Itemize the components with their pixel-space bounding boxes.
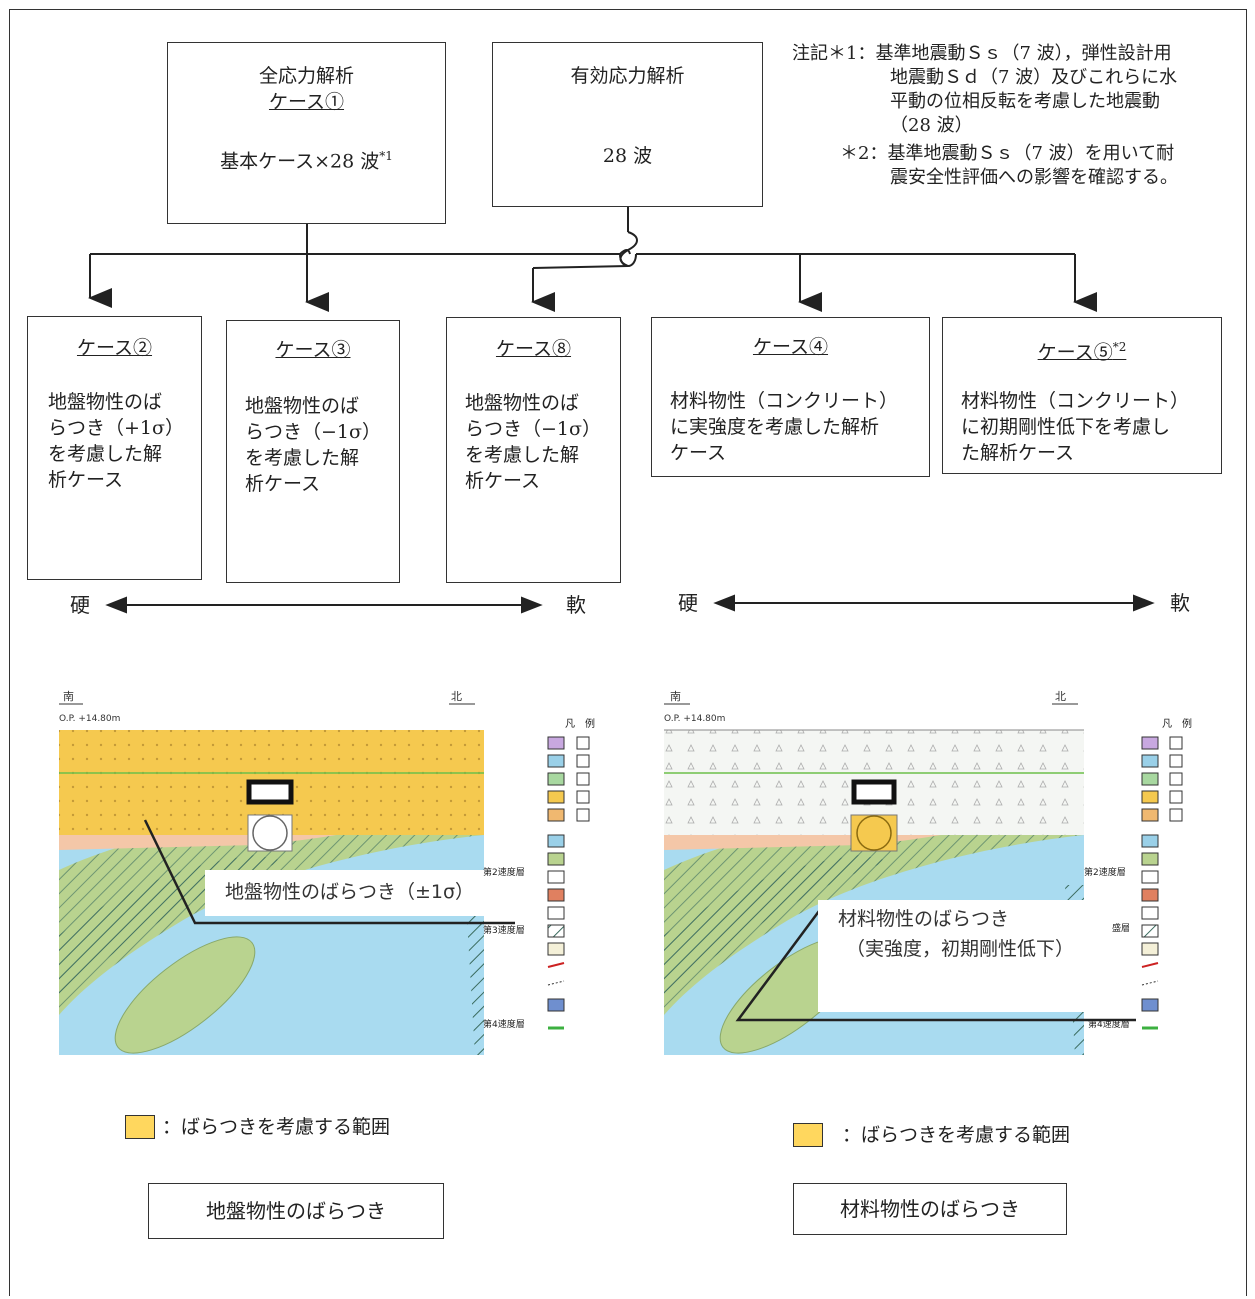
case-5-box: ケース⑤*2 材料物性（コンクリート） に初期剛性低下を考慮し た解析ケース — [942, 317, 1222, 474]
case-8-desc-2: らつき（−1σ） — [465, 418, 601, 440]
case-2-desc-4: 析ケース — [48, 469, 124, 491]
case-3-desc-1: 地盤物性のば — [245, 395, 360, 417]
right-caption-text: 材料物性のばらつき — [840, 1197, 1020, 1221]
case-2-desc-3: を考慮した解 — [48, 443, 163, 465]
right-south-label: 南 — [670, 690, 681, 703]
total-stress-title: 全応力解析 — [258, 65, 354, 87]
case-1-label: ケース① — [268, 91, 345, 113]
right-range-swatch — [793, 1123, 823, 1147]
page-frame — [9, 9, 1247, 1296]
case-5-desc-2: に初期剛性低下を考慮し — [961, 416, 1171, 438]
left-layer4-label: 第4速度層 — [483, 1018, 525, 1030]
case-5-desc-1: 材料物性（コンクリート） — [961, 390, 1190, 412]
left-elevation-label: O.P. +14.80m — [59, 714, 120, 724]
left-legend-swatches — [547, 736, 590, 1030]
effective-stress-body: 28 波 — [602, 145, 653, 167]
scale-left-soft: 軟 — [566, 593, 586, 617]
left-layer3-label: 第3速度層 — [483, 924, 525, 936]
right-legend-title: 凡 例 — [1162, 717, 1192, 730]
ground-section-right-drawing: 南 北 O.P. +14.80m 材料物性のばらつき （実強度，初期剛性低下） … — [664, 690, 1192, 1055]
left-layer2-label: 第2速度層 — [483, 866, 525, 878]
right-layer2-label: 第2速度層 — [1084, 866, 1126, 878]
scale-right-hard: 硬 — [678, 591, 698, 615]
case-3-label: ケース③ — [275, 339, 351, 361]
case-4-desc-2: に実強度を考慮した解析 — [670, 416, 880, 438]
left-range-legend-text: ：ばらつきを考慮する範囲 — [162, 1116, 391, 1138]
case-4-label: ケース④ — [752, 336, 829, 358]
left-range-swatch — [125, 1115, 155, 1139]
case-8-desc-3: を考慮した解 — [465, 444, 580, 466]
total-stress-body: 基本ケース×28 波*1 — [220, 149, 393, 173]
case-4-box: ケース④ 材料物性（コンクリート） に実強度を考慮した解析 ケース — [651, 317, 930, 477]
right-north-label: 北 — [1055, 690, 1066, 703]
case-8-box: ケース⑧ 地盤物性のば らつき（−1σ） を考慮した解 析ケース — [446, 317, 621, 583]
case-8-label: ケース⑧ — [495, 338, 572, 360]
note-line-1: 注記＊1：基準地震動Ｓｓ（7 波），弾性設計用 — [792, 43, 1172, 64]
ground-section-right: 南 北 O.P. +14.80m 材料物性のばらつき （実強度，初期剛性低下） … — [660, 685, 1225, 1060]
effective-stress-title: 有効応力解析 — [570, 65, 685, 87]
case-3-desc-2: らつき（−1σ） — [245, 421, 381, 443]
left-north-label: 北 — [451, 690, 462, 703]
scale-right-soft: 軟 — [1170, 591, 1190, 615]
note-line-5: ＊2：基準地震動Ｓｓ（7 波）を用いて耐 — [840, 143, 1175, 164]
case-2-box: ケース② 地盤物性のば らつき（+1σ） を考慮した解 析ケース — [27, 316, 202, 580]
case-4-desc-3: ケース — [670, 442, 727, 464]
ground-section-left-drawing: 南 北 O.P. +14.80m 地盤物性のばらつき（±1σ） 第2速度層 第3… — [59, 690, 595, 1055]
right-legend-swatches — [1141, 736, 1183, 1030]
right-range-legend-text: ：ばらつきを考慮する範囲 — [842, 1124, 1071, 1146]
case-3-desc-4: 析ケース — [245, 473, 321, 495]
effective-stress-analysis-box: 有効応力解析 28 波 — [492, 42, 763, 207]
case-2-desc-1: 地盤物性のば — [48, 391, 163, 413]
case-5-desc-3: た解析ケース — [961, 442, 1075, 464]
ground-section-left: 南 北 O.P. +14.80m 地盤物性のばらつき（±1σ） 第2速度層 第3… — [55, 685, 630, 1060]
total-stress-analysis-box: 全応力解析 ケース① 基本ケース×28 波*1 — [167, 42, 446, 224]
case-8-desc-1: 地盤物性のば — [465, 392, 580, 414]
left-south-label: 南 — [63, 690, 74, 703]
case-8-desc-4: 析ケース — [465, 470, 541, 492]
case-3-desc-3: を考慮した解 — [245, 447, 360, 469]
right-caption-box: 材料物性のばらつき — [793, 1183, 1067, 1235]
note-line-4: （28 波） — [890, 115, 973, 136]
note-line-6: 震安全性評価への影響を確認する。 — [890, 167, 1178, 188]
case-3-box: ケース③ 地盤物性のば らつき（−1σ） を考慮した解 析ケース — [226, 320, 400, 583]
note-line-3: 平動の位相反転を考慮した地震動 — [890, 91, 1160, 112]
case-5-label: ケース⑤*2 — [1037, 340, 1127, 364]
case-2-label: ケース② — [76, 337, 153, 359]
right-elevation-label: O.P. +14.80m — [664, 714, 725, 724]
right-layer3-label: 盛層 — [1112, 922, 1130, 934]
scale-left-hard: 硬 — [70, 593, 90, 617]
left-callout-text: 地盤物性のばらつき（±1σ） — [225, 881, 474, 903]
right-layer4-label: 第4速度層 — [1088, 1018, 1130, 1030]
right-callout-text-1: 材料物性のばらつき — [838, 908, 1009, 930]
right-callout-text-2: （実強度，初期剛性低下） — [846, 938, 1074, 960]
case-4-desc-1: 材料物性（コンクリート） — [670, 390, 899, 412]
case-2-desc-2: らつき（+1σ） — [48, 417, 184, 439]
left-legend-title: 凡 例 — [565, 717, 595, 730]
note-line-2: 地震動Ｓｄ（7 波）及びこれらに水 — [890, 67, 1178, 88]
left-caption-box: 地盤物性のばらつき — [148, 1183, 444, 1239]
left-caption-text: 地盤物性のばらつき — [206, 1199, 386, 1223]
